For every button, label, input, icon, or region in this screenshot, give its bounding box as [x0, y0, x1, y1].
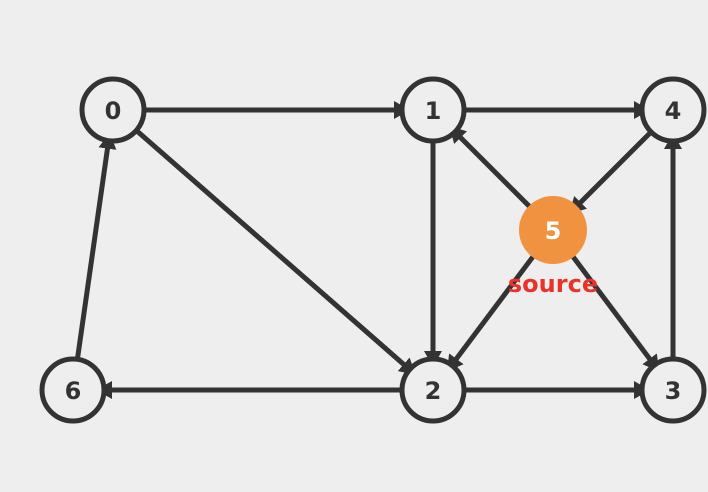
edge-0-to-2 — [136, 129, 416, 375]
node-label: 2 — [425, 377, 442, 405]
node-3: 3 — [639, 356, 707, 424]
node-circle — [39, 356, 107, 424]
node-circle — [639, 356, 707, 424]
node-label: 1 — [425, 97, 442, 125]
node-circle — [399, 356, 467, 424]
node-label: 4 — [665, 97, 682, 125]
edge-6-to-0 — [75, 132, 117, 358]
node-circle — [639, 76, 707, 144]
node-label: 5 — [545, 217, 562, 245]
node-circle — [79, 76, 147, 144]
edge-5-to-2 — [446, 254, 536, 372]
node-label: 0 — [105, 97, 122, 125]
node-1: 1 — [399, 76, 467, 144]
node-2: 2 — [399, 356, 467, 424]
node-circle — [519, 196, 587, 264]
node-label: 6 — [65, 377, 82, 405]
edge-5-to-3 — [570, 254, 660, 372]
node-5: 5 — [519, 196, 587, 264]
node-circle — [399, 76, 467, 144]
node-label: 3 — [665, 377, 682, 405]
node-6: 6 — [39, 356, 107, 424]
edge-5-to-1 — [449, 126, 532, 209]
edge-4-to-5 — [569, 131, 652, 214]
node-0: 0 — [79, 76, 147, 144]
source-label: source — [508, 270, 598, 298]
node-4: 4 — [639, 76, 707, 144]
